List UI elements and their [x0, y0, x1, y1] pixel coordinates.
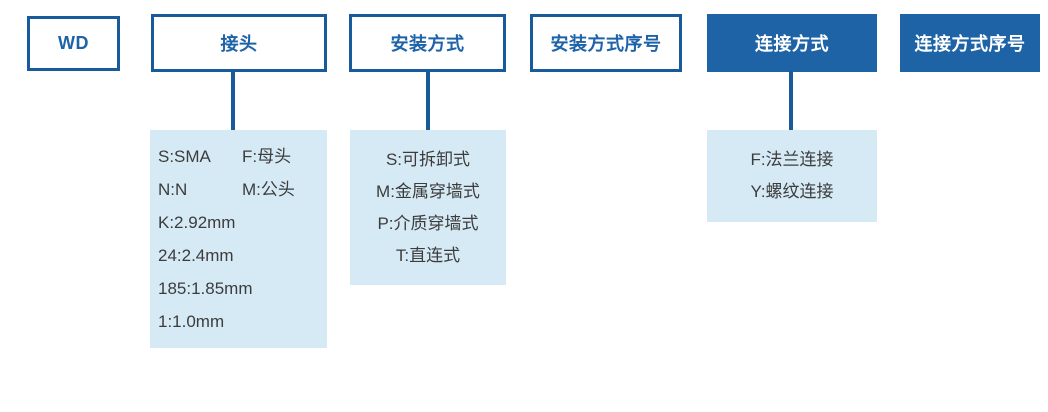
- list-item: P:介质穿墙式: [377, 213, 479, 233]
- code-box-connection-label: 连接方式: [755, 34, 829, 54]
- list-item: 24:2.4mm: [158, 246, 234, 265]
- code-box-connection: 连接方式: [707, 14, 877, 72]
- connector-line-connector: [231, 71, 235, 130]
- code-box-connector: 接头: [151, 14, 327, 72]
- list-item: 185:1.85mm: [158, 279, 253, 298]
- code-box-mounting: 安装方式: [349, 14, 506, 72]
- code-box-connector-label: 接头: [220, 34, 258, 54]
- connector-line-mounting: [426, 71, 430, 130]
- list-item: Y:螺纹连接: [750, 182, 834, 201]
- connector-line-connection: [789, 71, 793, 130]
- connector-options-box: S:SMA F:母头 N:N M:公头 K:2.92mm 24:2.4mm 185:…: [150, 130, 327, 348]
- option-code: N:N: [158, 180, 188, 199]
- connection-options-box: F:法兰连接 Y:螺纹连接: [707, 130, 877, 222]
- code-box-mounting-serial-label: 安装方式序号: [550, 34, 662, 54]
- code-box-mounting-serial: 安装方式序号: [530, 14, 682, 72]
- list-item: S:SMA F:母头: [158, 140, 327, 173]
- option-code: M:公头: [242, 180, 295, 199]
- list-item: T:直连式: [395, 245, 461, 265]
- option-code: F:母头: [242, 147, 292, 166]
- list-item: N:N M:公头: [158, 173, 327, 206]
- list-item: 1:1.0mm: [158, 312, 225, 331]
- code-box-connection-serial: 连接方式序号: [900, 14, 1040, 72]
- code-box-prefix: WD: [27, 16, 120, 71]
- code-box-connection-serial-label: 连接方式序号: [914, 34, 1026, 54]
- code-box-prefix-label: WD: [58, 33, 89, 53]
- mounting-options-box: S:可拆卸式 M:金属穿墙式 P:介质穿墙式 T:直连式: [350, 130, 506, 285]
- list-item: F:法兰连接: [750, 150, 834, 169]
- option-code: S:SMA: [158, 147, 211, 166]
- list-item: K:2.92mm: [158, 213, 236, 232]
- code-box-mounting-label: 安装方式: [390, 34, 465, 54]
- list-item: M:金属穿墙式: [376, 181, 480, 201]
- list-item: S:可拆卸式: [385, 149, 471, 169]
